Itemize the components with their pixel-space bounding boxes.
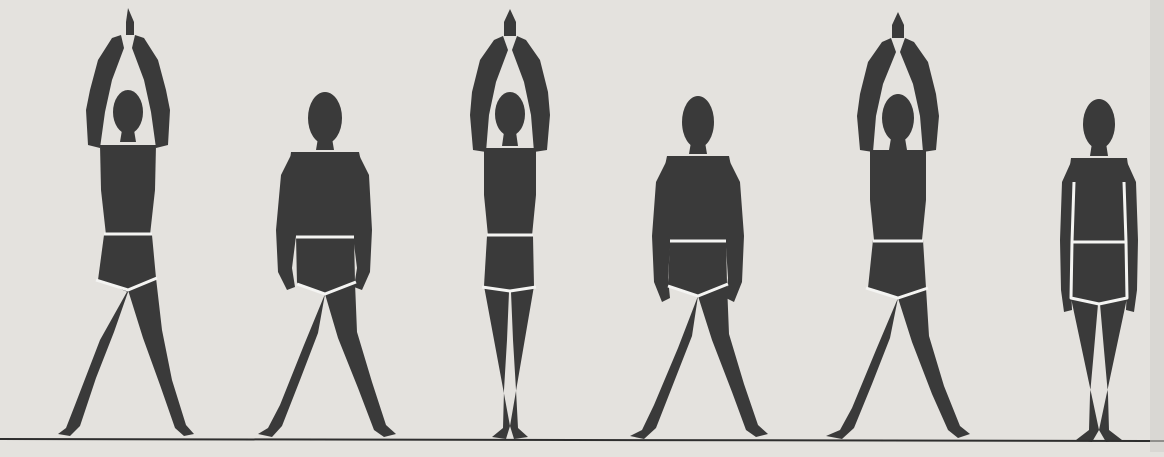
figure-1-arms-raised-legs-apart xyxy=(58,8,194,436)
figure-3-arms-raised-legs-together xyxy=(470,9,550,439)
figure-5-arms-raised-legs-apart xyxy=(826,12,970,439)
figure-2-arms-down-legs-apart xyxy=(258,92,396,437)
page-edge-shadow xyxy=(1150,0,1164,452)
figure-6-arms-down-legs-together xyxy=(1060,99,1138,442)
ground-line xyxy=(0,439,1164,441)
figure-4-arms-down-legs-apart xyxy=(630,96,768,439)
